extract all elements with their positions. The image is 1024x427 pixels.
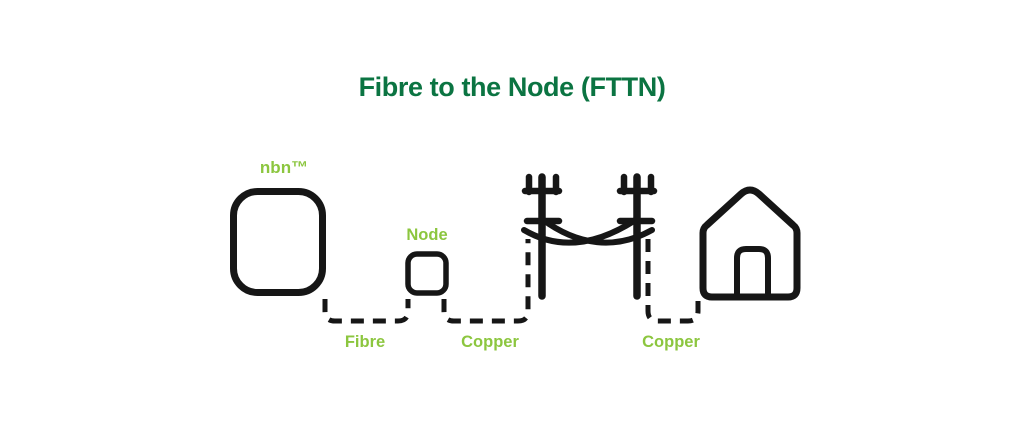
- copper-link-2-label: Copper: [642, 333, 700, 351]
- copper-dashed-link-2: [645, 239, 701, 324]
- diagram-title: Fibre to the Node (FTTN): [358, 72, 666, 102]
- fibre-dashed-link: [322, 299, 411, 324]
- nbn-label: nbn™: [259, 158, 309, 177]
- house-door-shape: [734, 246, 771, 300]
- copper-link-1-label: Copper: [461, 333, 519, 351]
- copper-dashed-link-1: [441, 239, 531, 324]
- node-label: Node: [406, 226, 448, 244]
- nbn-box-shape: [230, 188, 326, 296]
- power-lines: [521, 216, 655, 246]
- node-box-shape: [405, 251, 449, 296]
- fibre-link-label: Fibre: [344, 333, 386, 351]
- house-shape: [699, 186, 801, 301]
